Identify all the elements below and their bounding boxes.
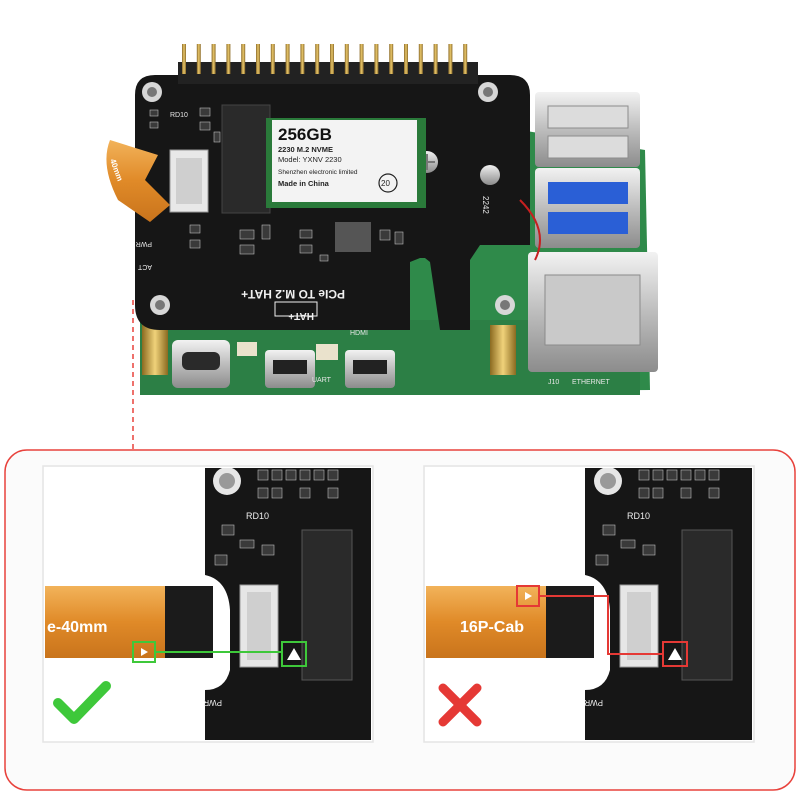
- smd-component: [299, 469, 311, 481]
- silk-rd10: RD10: [170, 112, 188, 119]
- smd-component: [299, 487, 311, 499]
- smd-component: [221, 524, 235, 536]
- smd-component: [239, 539, 255, 549]
- cable-wrong: [426, 586, 551, 658]
- smd-component: [271, 487, 283, 499]
- smd-component: [149, 121, 159, 129]
- controller-chip: [335, 222, 371, 252]
- silk-ethernet: ETHERNET: [572, 379, 610, 386]
- gpio-pin: [433, 44, 438, 74]
- panel-correct-cable-text: e-40mm: [47, 619, 107, 636]
- gpio-pin: [241, 44, 246, 74]
- smd-component: [199, 121, 211, 131]
- silk-hdmi: HDMI: [350, 330, 368, 337]
- gpio-pin: [374, 44, 379, 74]
- smd-component: [149, 109, 159, 117]
- gpio-pin: [404, 44, 408, 74]
- silk-j10: J10: [548, 379, 559, 386]
- silk-uart: UART: [312, 377, 332, 384]
- smd-component: [199, 107, 211, 117]
- panel-correct-pwr: PWR: [203, 698, 222, 707]
- smd-component: [620, 539, 636, 549]
- gpio-pin: [359, 44, 364, 74]
- smd-component: [595, 554, 609, 566]
- gpio-pin: [300, 44, 305, 74]
- panel-correct: RD10 PWR e-40mm: [42, 465, 374, 743]
- smd-component: [261, 544, 275, 556]
- smd-component: [213, 131, 221, 143]
- cross-icon: [438, 683, 482, 727]
- ssd-model: Model: YXNV 2230: [278, 155, 342, 164]
- silk-act: ACT: [137, 263, 152, 270]
- smd-component: [319, 254, 329, 262]
- panel-correct-silk: RD10: [246, 511, 269, 521]
- gpio-pin: [418, 44, 423, 74]
- gpio-pin: [389, 44, 394, 74]
- smd-component: [680, 469, 692, 481]
- gpio-pin: [182, 44, 186, 74]
- gpio-pin: [463, 44, 468, 74]
- m2-slot: [221, 104, 271, 214]
- check-icon: [53, 681, 111, 724]
- smd-component: [694, 469, 706, 481]
- smd-component: [239, 244, 255, 255]
- smd-component: [666, 469, 678, 481]
- smd-component: [271, 469, 283, 481]
- cable-correct: [45, 586, 170, 658]
- smd-component: [189, 239, 201, 249]
- panel-wrong-pwr: PWR: [584, 698, 603, 707]
- smd-component: [394, 231, 404, 245]
- gpio-pin: [270, 44, 275, 74]
- smd-component: [214, 554, 228, 566]
- ffc-cable: 40mm: [106, 140, 170, 222]
- smd-component: [285, 469, 297, 481]
- ssd-maker: Shenzhen electronic limited: [278, 169, 358, 176]
- silk-pwr: PWR: [136, 240, 152, 247]
- gpio-pin: [196, 44, 201, 74]
- gpio-pin: [226, 44, 231, 74]
- smd-component: [299, 244, 313, 254]
- ssd-spec: 2230 M.2 NVME: [278, 145, 333, 154]
- smd-component: [313, 469, 325, 481]
- ssd-origin: Made in China: [278, 179, 330, 188]
- gpio-pin: [448, 44, 453, 74]
- hat-badge: HAT+: [288, 310, 314, 321]
- panel-wrong-cable-text: 16P-Cab: [460, 619, 524, 636]
- panel-wrong: RD10 PWR 16P-Cab: [423, 465, 755, 743]
- smd-component: [379, 229, 391, 241]
- gpio-pin: [211, 44, 216, 74]
- panel-wrong-silk: RD10: [627, 511, 650, 521]
- ssd-capacity: 256GB: [278, 125, 332, 144]
- gpio-pin: [344, 44, 349, 74]
- usb-port-bottom: [535, 168, 640, 248]
- smd-component: [708, 487, 720, 499]
- smd-component: [257, 487, 269, 499]
- gpio-pin: [330, 44, 334, 74]
- smd-component: [257, 469, 269, 481]
- smd-component: [642, 544, 656, 556]
- smd-component: [708, 469, 720, 481]
- smd-component: [261, 224, 271, 240]
- standoff-hole-2242: [480, 165, 500, 185]
- nvme-ssd: 256GB 2230 M.2 NVME Model: YXNV 2230 She…: [266, 118, 426, 208]
- silk-2242: 2242: [481, 196, 490, 214]
- gpio-pin: [256, 44, 260, 74]
- smd-component: [189, 224, 201, 234]
- smd-component: [652, 469, 664, 481]
- smd-component: [239, 229, 255, 240]
- smd-component: [638, 487, 650, 499]
- gpio-pin: [315, 44, 320, 74]
- smd-component: [299, 229, 313, 239]
- smd-component: [327, 469, 339, 481]
- smd-component: [327, 487, 339, 499]
- standoff: [490, 325, 516, 375]
- smd-component: [602, 524, 616, 536]
- gpio-pin: [285, 44, 290, 74]
- ssd-badge: 20: [381, 179, 390, 188]
- hat-name: PCIe TO M.2 HAT+: [241, 287, 345, 301]
- smd-component: [638, 469, 650, 481]
- smd-component: [680, 487, 692, 499]
- smd-component: [652, 487, 664, 499]
